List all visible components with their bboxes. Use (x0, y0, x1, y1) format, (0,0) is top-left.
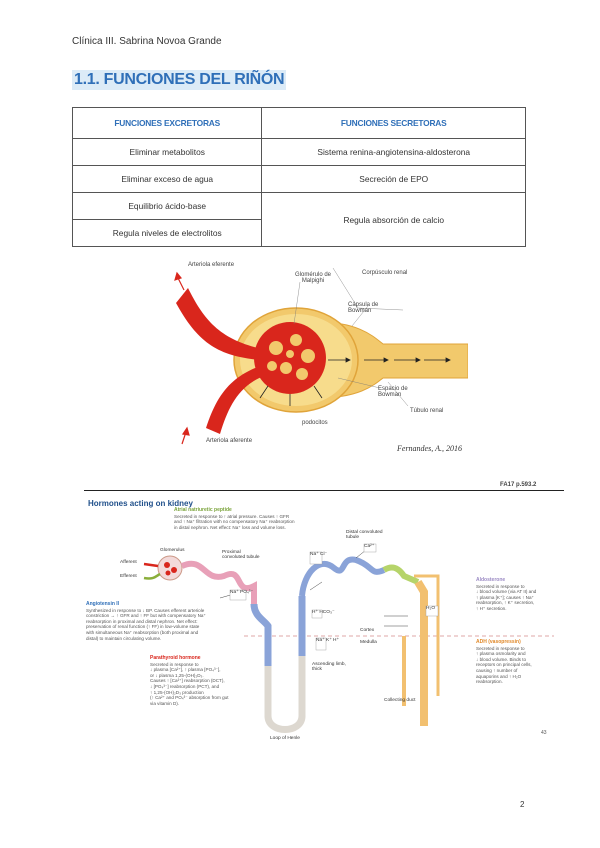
table-cell: Eliminar exceso de agua (71, 165, 263, 193)
page-number: 2 (520, 800, 525, 809)
label-glomerulus: Glomerulus (160, 548, 185, 553)
angiotensin-line: preservation of renal function (↑ FF) in… (86, 624, 200, 630)
adh-line: ↑ plasma osmolarity and (476, 651, 526, 657)
label-bowman-space: Espacio de Bowman (378, 386, 408, 398)
figure-reference: FA17 p.593.2 (500, 482, 537, 488)
anp-title: Atrial natriuretic peptide (174, 507, 232, 513)
table-cell: Regula niveles de electrolitos (71, 219, 263, 247)
label-corpuscle: Corpúsculo renal (362, 270, 408, 276)
angiotensin-line: reabsorption in proximal and distal neph… (86, 618, 198, 624)
aldosterone-line: reabsorption, ↑ K⁺ secretion, (476, 600, 535, 606)
pth-block: Parathyroid hormone Secreted in response… (150, 655, 250, 706)
figure-citation: Fernandes, A., 2016 (397, 444, 462, 453)
pth-line: via vitamin D). (150, 700, 180, 706)
adh-line: receptors on principal cells, (476, 662, 532, 668)
figure-title: Hormones acting on kidney (88, 499, 193, 508)
anp-line: in distal nephron. Net effect: Na⁺ loss … (174, 524, 286, 530)
label-po4: Na⁺ PO₄³⁻ (230, 590, 254, 595)
label-h-co3: H⁺ HCO₃⁻ (312, 610, 335, 615)
pth-line: ↓ [PO₄³⁻] reabsorption (PCT), and (150, 683, 220, 689)
angiotensin-block: Angiotensin II Synthesized in response t… (86, 601, 206, 641)
adh-line: reabsorption. (476, 679, 503, 685)
anp-line: Secreted in response to ↑ atrial pressur… (174, 513, 290, 519)
angiotensin-line: constriction → ↑ GFR and ↑ FF but with c… (86, 613, 206, 619)
label-afferent: Afferent (120, 560, 137, 565)
pth-line: Causes ↑ [Ca²⁺] reabsorption (DCT), (150, 678, 225, 684)
table-row: Eliminar exceso de agua Secreción de EPO (71, 165, 526, 193)
table-row: Regula niveles de electrolitos (71, 219, 526, 247)
angiotensin-title: Angiotensin II (86, 601, 120, 607)
section-title: 1.1. FUNCIONES DEL RIÑÓN (72, 70, 287, 90)
adh-line: aquaporins and ↑ H₂O (476, 673, 522, 679)
adh-line: ↓ blood volume. Binds to (476, 656, 527, 662)
label-glomerulus: Glomérulo de Malpighi (294, 272, 332, 284)
label-podocytes: podocitos (302, 420, 328, 426)
label-afferent: Arteriola aferente (206, 438, 253, 444)
label-medulla: Medulla (360, 640, 377, 645)
aldosterone-block: Aldosterone Secreted in response to ↓ bl… (476, 577, 560, 612)
table-row: Equilibrio ácido-base Regula absorción d… (71, 192, 526, 247)
aldosterone-line: Secreted in response to (476, 583, 525, 589)
pth-line: or ↓ plasma 1,25-(OH)₂D₃. (150, 672, 204, 678)
aldosterone-line: ↑ plasma [K⁺]; causes ↑ Na⁺ (476, 594, 534, 600)
figure-page-ref: 43 (541, 730, 547, 736)
aldosterone-title: Aldosterone (476, 577, 506, 583)
label-ca: Ca²⁺ (364, 544, 375, 549)
label-capsule: Cápsula de Bowman (348, 302, 379, 314)
glomerulus-figure: Arteriola eferente Arteriola aferente Gl… (168, 248, 469, 458)
adh-block: ADH (vasopressin) Secreted in response t… (476, 639, 560, 685)
label-cortex: Cortex (360, 628, 375, 633)
label-efferent: Efferent (120, 574, 137, 579)
adh-line: causing ↑ number of (476, 667, 518, 673)
pth-line: (↑ Ca²⁺ and PO₄³⁻ absorption from gut (150, 695, 229, 701)
table-cell: Sistema renina-angiotensina-aldosterona (261, 138, 526, 166)
table-header-row: FUNCIONES EXCRETORAS FUNCIONES SECRETORA… (71, 107, 526, 139)
table-cell: Eliminar metabolitos (71, 138, 263, 166)
anp-line: and ↑ Na⁺ filtration with no compensator… (174, 519, 295, 525)
label-tubule: Túbulo renal (410, 408, 444, 414)
adh-line: Secreted in response to (476, 645, 525, 651)
glomerulus-illustration (174, 267, 469, 445)
table-row: Eliminar metabolitos Sistema renina-angi… (71, 138, 526, 166)
pth-line: ↑ 1,25-(OH)₂D₃ production (150, 689, 204, 695)
aldosterone-line: ↑ H⁺ secretion. (476, 605, 507, 611)
label-loop: Loop of Henle (270, 736, 300, 741)
adh-title: ADH (vasopressin) (476, 639, 521, 645)
figure-rule (84, 490, 564, 491)
table-cell: Equilibrio ácido-base (71, 192, 263, 220)
label-thick-limb: Ascending limb, thick (312, 662, 346, 672)
table-cell: Regula absorción de calcio (261, 192, 526, 247)
label-h2o: H₂O (426, 606, 436, 611)
column-header-excretoras: FUNCIONES EXCRETORAS (71, 107, 263, 139)
nephron-illustration (143, 543, 554, 733)
label-efferent: Arteriola eferente (188, 262, 235, 268)
angiotensin-line: distal) to maintain circulating volume. (86, 635, 162, 641)
pth-title: Parathyroid hormone (150, 655, 201, 661)
aldosterone-line: ↓ blood volume (via AT II) and (476, 589, 537, 595)
pth-line: ↓ plasma [Ca²⁺], ↑ plasma [PO₄³⁻], (150, 667, 221, 673)
nephron-figure: Atrial natriuretic peptide Secreted in r… (84, 486, 564, 742)
table-cell: Secreción de EPO (261, 165, 526, 193)
document-header: Clínica III. Sabrina Novoa Grande (72, 36, 222, 47)
angiotensin-line: with simultaneous Na⁺ reabsorption (both… (86, 629, 199, 635)
label-na-k: Na⁺ K⁺ H⁺ (316, 638, 340, 643)
label-na-cl: Na⁺ Cl⁻ (310, 552, 328, 557)
label-distal: Distal convoluted tubule (346, 530, 383, 540)
angiotensin-line: Synthesized in response to ↓ BP. Causes … (86, 607, 205, 613)
pth-line: Secreted in response to (150, 661, 199, 667)
label-collecting: Collecting duct (384, 698, 416, 703)
column-header-secretoras: FUNCIONES SECRETORAS (261, 107, 526, 139)
functions-table: FUNCIONES EXCRETORAS FUNCIONES SECRETORA… (71, 107, 526, 247)
anp-block: Atrial natriuretic peptide Secreted in r… (174, 507, 334, 530)
label-proximal: Proximal convoluted tubule (222, 550, 260, 560)
